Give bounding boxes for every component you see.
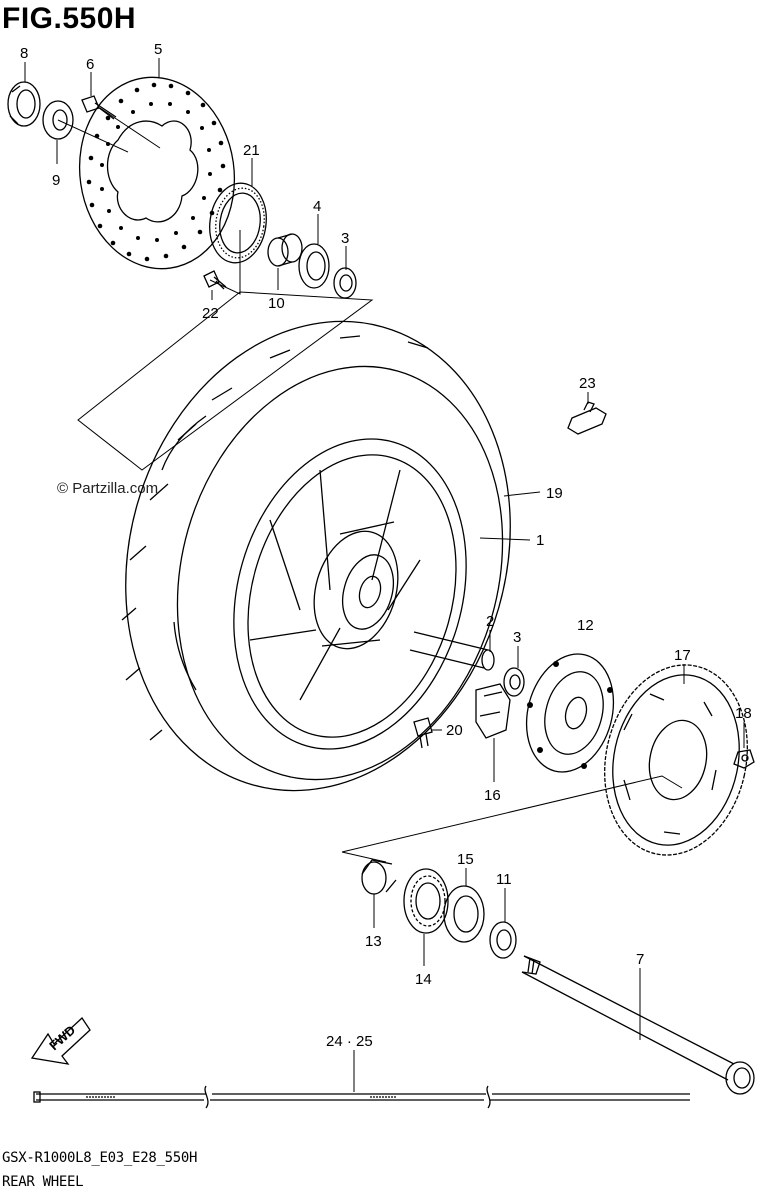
upper-exploded-guide	[77, 291, 374, 471]
sprocket-nut-part-18[interactable]	[733, 749, 755, 769]
oil-seal-part-4[interactable]	[298, 243, 330, 289]
upper-assembly-lines	[57, 107, 241, 295]
callout-24-25: 24 · 25	[326, 1033, 373, 1050]
valve-part-20[interactable]	[413, 717, 433, 749]
spacer-part-10[interactable]	[267, 233, 303, 267]
damper-part-16[interactable]	[475, 683, 511, 739]
callout-15: 15	[457, 851, 474, 868]
oil-seal-part-8[interactable]	[7, 81, 41, 127]
callout-21: 21	[243, 142, 260, 159]
rear-wheel-part-1[interactable]	[199, 411, 501, 777]
fwd-label: FWD	[46, 1022, 78, 1053]
spacer-part-11[interactable]	[489, 921, 517, 959]
abs-sensor-rotor-part-21[interactable]	[205, 179, 272, 266]
callout-12: 12	[577, 617, 594, 634]
callout-17: 17	[674, 647, 691, 664]
cable-tie-part-24-25[interactable]	[33, 1085, 690, 1109]
callout-14: 14	[415, 971, 432, 988]
callout-22: 22	[202, 305, 219, 322]
bearing-part-14[interactable]	[403, 868, 449, 934]
callout-3-lower: 3	[513, 629, 521, 646]
collar-part-2[interactable]	[409, 631, 495, 671]
callout-18: 18	[735, 705, 752, 722]
callout-20: 20	[446, 722, 463, 739]
rear-tire-part-19[interactable]	[72, 275, 565, 836]
callout-3-upper: 3	[341, 230, 349, 247]
callout-7: 7	[636, 951, 644, 968]
callout-labels: 8 6 5 9 21 4 3 10 22 23 19 1 2 3 12 17 1…	[20, 41, 752, 1053]
disc-vent-holes	[86, 82, 226, 262]
oil-seal-part-15[interactable]	[443, 885, 485, 943]
rear-sprocket-part-17[interactable]	[588, 652, 758, 869]
figure-title: FIG.550H	[2, 2, 137, 35]
section-name: REAR WHEEL	[2, 1174, 84, 1190]
callout-16: 16	[484, 787, 501, 804]
washer-part-9[interactable]	[42, 100, 74, 140]
callout-10: 10	[268, 295, 285, 312]
callout-8: 8	[20, 45, 28, 62]
bearing-part-3-lower[interactable]	[503, 667, 525, 697]
callout-23: 23	[579, 375, 596, 392]
balance-weight-part-23[interactable]	[567, 401, 607, 435]
callout-2: 2	[486, 613, 494, 630]
callout-leader-lines	[24, 58, 745, 1092]
brake-disc-part-5[interactable]	[67, 67, 246, 279]
rear-axle-part-7[interactable]	[521, 955, 755, 1095]
callout-1: 1	[536, 532, 544, 549]
fwd-direction-arrow	[30, 1017, 91, 1065]
callout-11: 11	[496, 871, 512, 888]
callout-19: 19	[546, 485, 563, 502]
bearing-part-3-upper[interactable]	[333, 267, 357, 299]
callout-5: 5	[154, 41, 162, 58]
callout-4: 4	[313, 198, 321, 215]
spacer-part-13[interactable]	[361, 859, 397, 895]
copyright-watermark: © Partzilla.com	[57, 480, 159, 497]
lower-exploded-guide	[341, 775, 683, 863]
sprocket-carrier-part-12[interactable]	[514, 644, 626, 782]
model-code: GSX-R1000L8_E03_E28_550H	[2, 1150, 198, 1166]
callout-9: 9	[52, 172, 60, 189]
callout-13: 13	[365, 933, 382, 950]
callout-6: 6	[86, 56, 94, 73]
